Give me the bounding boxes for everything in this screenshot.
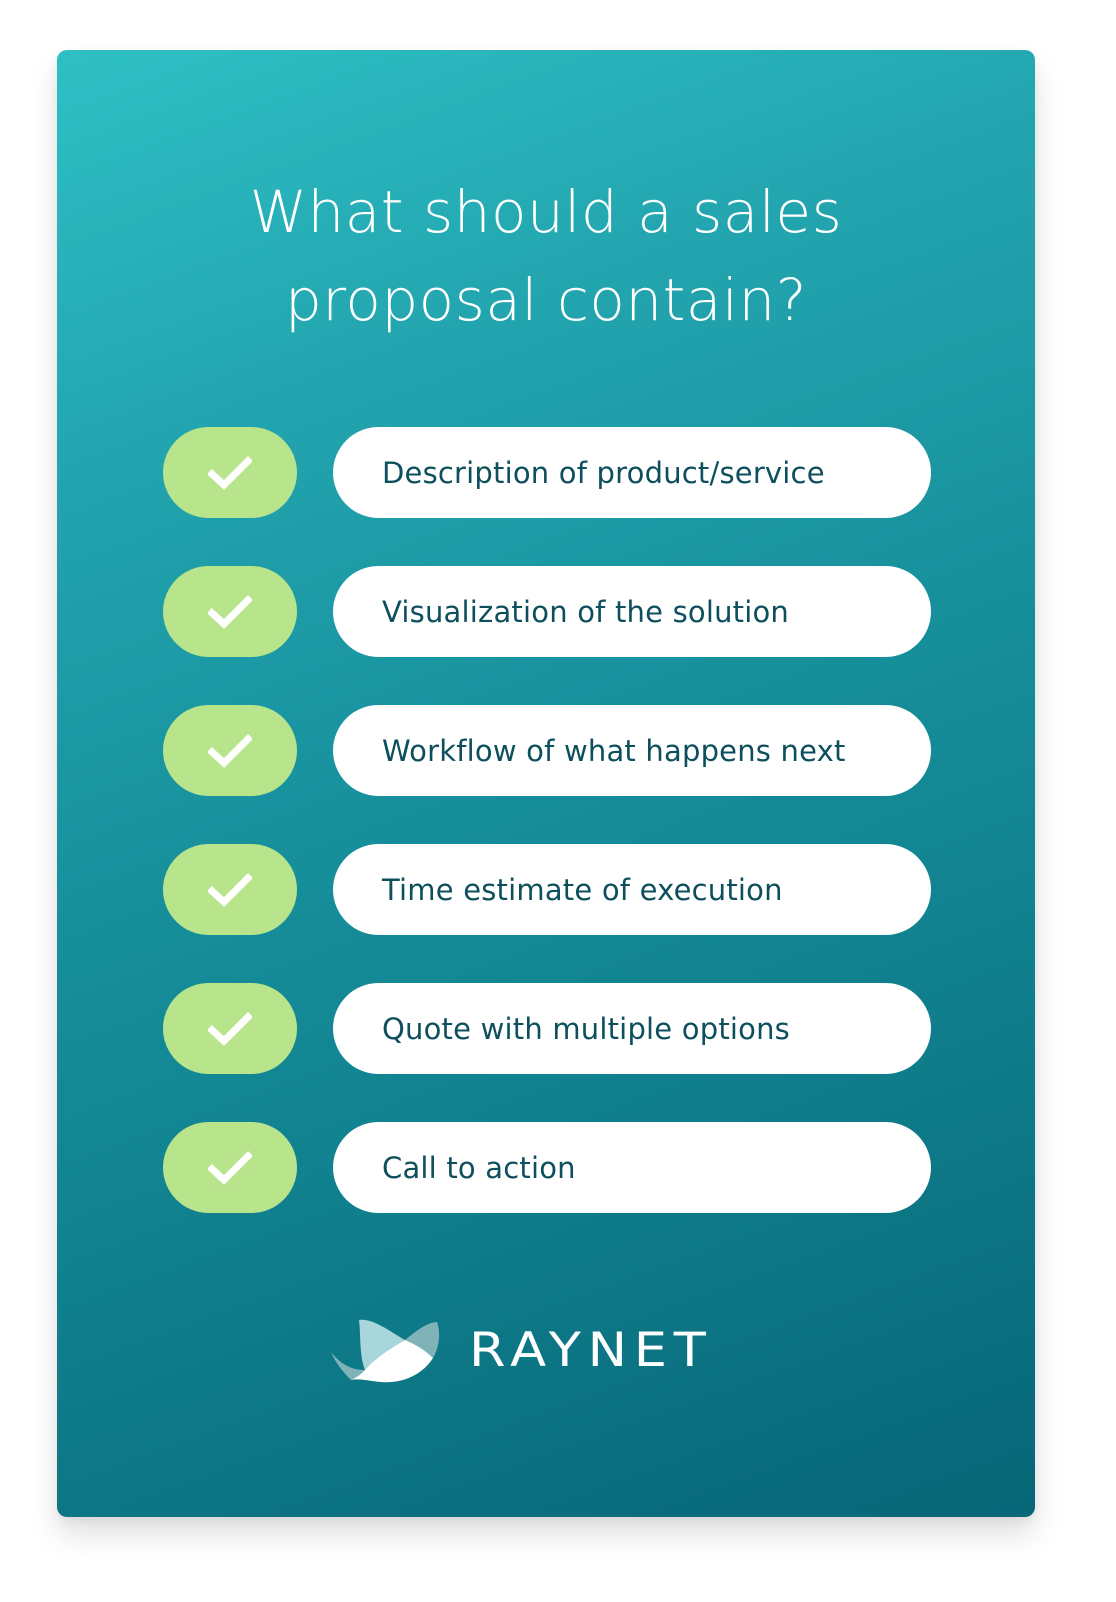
check-badge — [163, 566, 297, 657]
checklist-item-label: Call to action — [382, 1150, 576, 1185]
checklist-item-pill: Description of product/service — [333, 427, 931, 518]
checkmark-icon — [208, 594, 252, 629]
checkmark-icon — [208, 455, 252, 490]
checklist-item: Call to action — [163, 1122, 931, 1213]
checklist-item-label: Workflow of what happens next — [382, 733, 846, 768]
page-title: What should a sales proposal contain? — [57, 168, 1035, 344]
title-line-2: proposal contain? — [284, 266, 808, 334]
title-line-1: What should a sales — [249, 178, 843, 246]
checklist-item-pill: Visualization of the solution — [333, 566, 931, 657]
checklist-item-pill: Time estimate of execution — [333, 844, 931, 935]
check-badge — [163, 844, 297, 935]
checklist-item: Description of product/service — [163, 427, 931, 518]
infographic-card: What should a sales proposal contain? De… — [57, 50, 1035, 1517]
checkmark-icon — [208, 1011, 252, 1046]
check-badge — [163, 427, 297, 518]
checklist-item-pill: Quote with multiple options — [333, 983, 931, 1074]
checklist-item: Time estimate of execution — [163, 844, 931, 935]
raynet-stingray-logo-icon — [331, 1319, 440, 1383]
checklist-item: Quote with multiple options — [163, 983, 931, 1074]
checklist-item-label: Description of product/service — [382, 455, 825, 490]
check-badge — [163, 1122, 297, 1213]
brand-logo: RAYNET — [329, 1318, 769, 1384]
check-badge — [163, 983, 297, 1074]
checklist-item: Workflow of what happens next — [163, 705, 931, 796]
checklist-item-label: Quote with multiple options — [382, 1011, 790, 1046]
checklist-item: Visualization of the solution — [163, 566, 931, 657]
checkmark-icon — [208, 1150, 252, 1185]
checklist-item-pill: Call to action — [333, 1122, 931, 1213]
check-badge — [163, 705, 297, 796]
brand-name: RAYNET — [469, 1323, 713, 1378]
checklist-item-label: Time estimate of execution — [382, 872, 783, 907]
checkmark-icon — [208, 872, 252, 907]
checkmark-icon — [208, 733, 252, 768]
checklist-item-pill: Workflow of what happens next — [333, 705, 931, 796]
checklist-item-label: Visualization of the solution — [382, 594, 790, 629]
